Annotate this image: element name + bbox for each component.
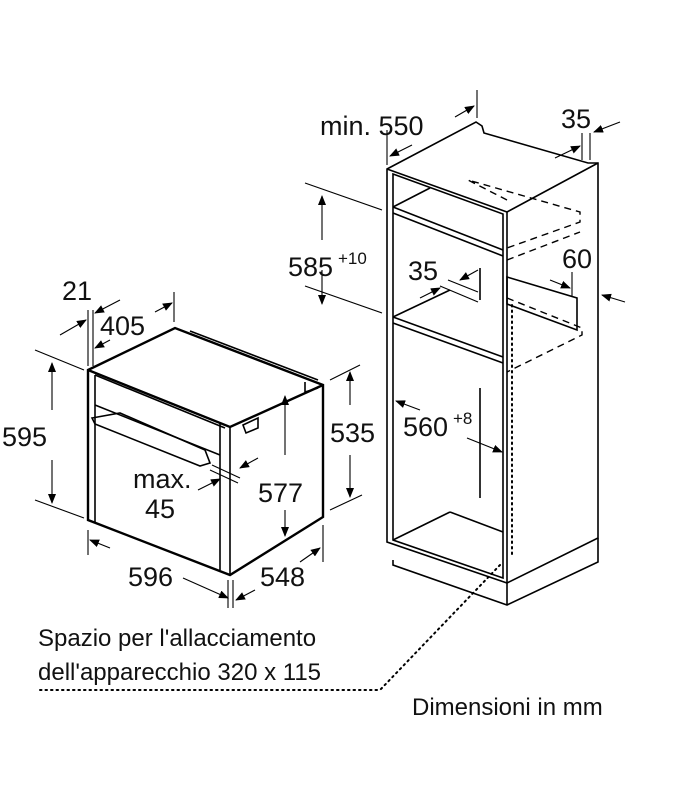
dim-cabinet-rear-35: 35	[561, 104, 591, 134]
dim-oven-535: 535	[330, 418, 375, 448]
dim-cabinet-min-550: min. 550	[320, 111, 424, 141]
cabinet-dimension-lines	[304, 90, 626, 453]
dim-handle-label: max.	[133, 464, 192, 494]
dim-vent-60: 60	[562, 244, 592, 274]
dim-oven-595: 595	[2, 422, 47, 452]
dim-niche-585-tolerance: +10	[338, 249, 367, 268]
dim-niche-560-tolerance: +8	[453, 409, 472, 428]
dim-front-35: 35	[408, 256, 438, 286]
dim-niche-560: 560	[403, 412, 448, 442]
dim-handle-45: 45	[145, 494, 175, 524]
oven-drawing	[86, 326, 325, 577]
dim-oven-21: 21	[62, 276, 92, 306]
connection-note-line1: Spazio per l'allacciamento	[38, 625, 316, 652]
connection-note-line2: dell'apparecchio 320 x 115	[38, 659, 321, 686]
cabinet-drawing	[39, 121, 599, 691]
dim-oven-405: 405	[100, 311, 145, 341]
dim-oven-548: 548	[260, 562, 305, 592]
dim-oven-596: 596	[128, 562, 173, 592]
dim-oven-577: 577	[258, 478, 303, 508]
units-note: Dimensioni in mm	[412, 694, 603, 721]
dim-niche-585: 585	[288, 252, 333, 282]
oven-dimension-lines	[34, 292, 363, 608]
